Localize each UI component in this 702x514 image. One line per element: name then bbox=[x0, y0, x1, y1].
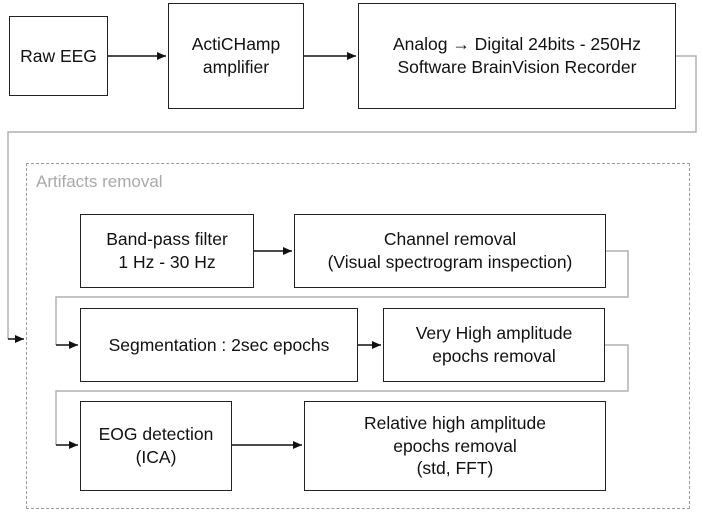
node-channel-removal: Channel removal (Visual spectrogram insp… bbox=[294, 214, 606, 288]
node-bandpass-filter: Band-pass filter 1 Hz - 30 Hz bbox=[80, 214, 254, 288]
node-segmentation: Segmentation : 2sec epochs bbox=[80, 308, 358, 382]
node-acti-champ-amplifier: ActiCHamp amplifier bbox=[168, 3, 304, 109]
node-raw-eeg: Raw EEG bbox=[9, 16, 108, 96]
node-relative-high-amplitude: Relative high amplitude epochs removal (… bbox=[304, 401, 606, 491]
node-eog-detection: EOG detection (ICA) bbox=[80, 401, 232, 491]
connector-vha-to-eog bbox=[55, 344, 629, 445]
group-label: Artifacts removal bbox=[36, 172, 163, 191]
connector-recorder-to-group bbox=[7, 55, 697, 339]
artifacts-removal-group bbox=[26, 163, 690, 509]
node-recorder: Analog → Digital 24bits - 250Hz Software… bbox=[358, 3, 676, 109]
connector-channel-to-segmentation bbox=[55, 250, 629, 345]
node-very-high-amplitude: Very High amplitude epochs removal bbox=[383, 308, 605, 382]
